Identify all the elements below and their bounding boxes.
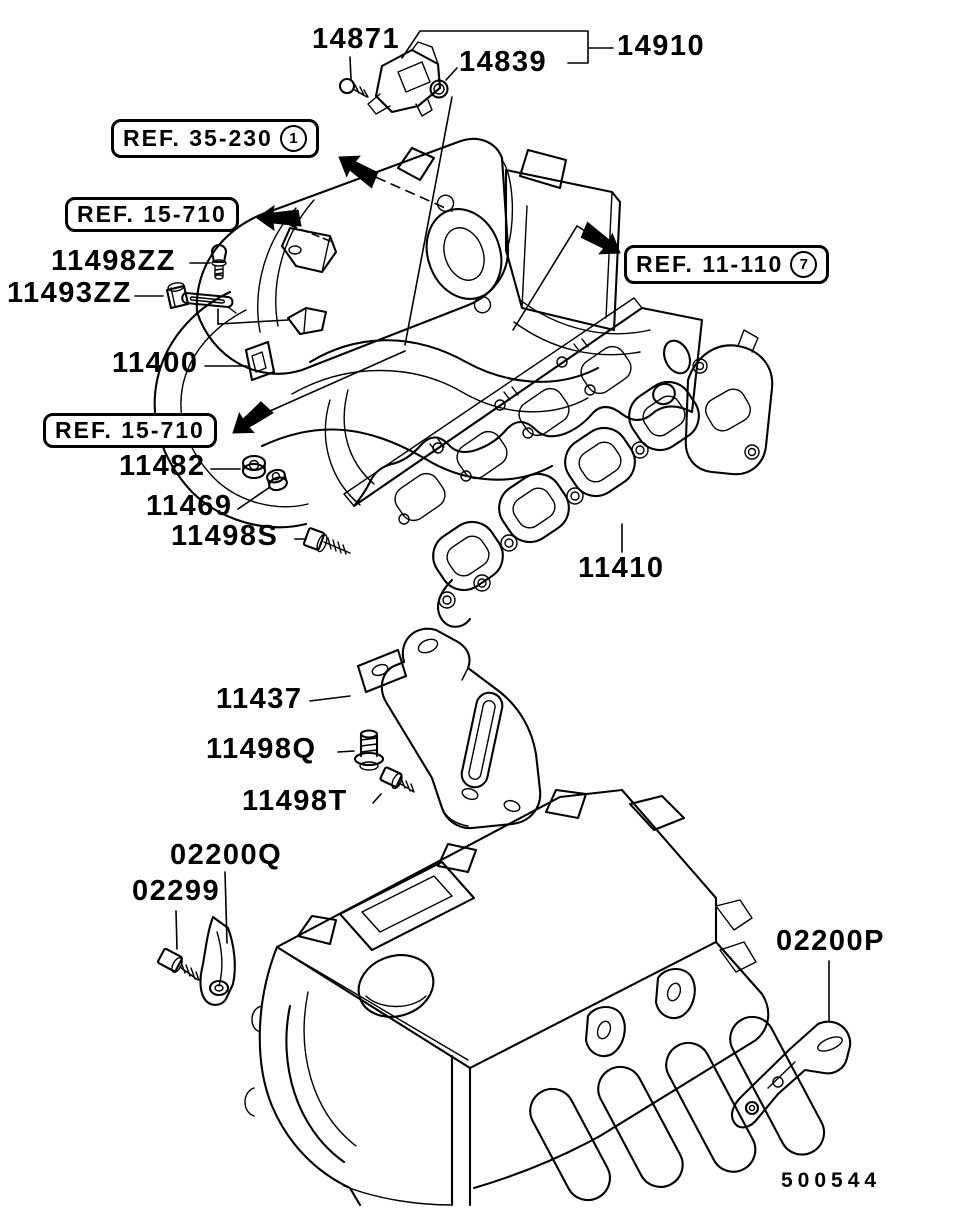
ref-box-15-710-upper: REF. 15-710 (65, 197, 239, 232)
part-label-02200q: 02200Q (170, 839, 283, 871)
ref-box-label: REF. 11-110 (636, 251, 784, 277)
nut-11482-drawing (241, 454, 267, 480)
drawing-number: 500544 (781, 1169, 882, 1192)
part-label-11469: 11469 (146, 490, 233, 522)
camshaft-sensor-drawing (367, 41, 442, 117)
bracket-02200p-drawing (730, 1020, 852, 1129)
manifold-stay-drawing (356, 627, 542, 830)
bolt-11498zz-drawing (210, 243, 228, 280)
engine-assembly-drawing (244, 788, 826, 1207)
circled-1-badge: 1 (279, 125, 307, 152)
bolt-02299-drawing (157, 947, 200, 981)
manifold-flange-drawing (343, 297, 704, 525)
circled-7-badge: 7 (790, 251, 818, 278)
part-label-11498s: 11498S (171, 520, 279, 552)
part-label-02200p: 02200P (776, 925, 885, 957)
part-label-11498t: 11498T (242, 785, 348, 817)
ref-box-15-710-lower: REF. 15-710 (43, 413, 217, 448)
arrow-to-ref-35-230 (331, 146, 383, 192)
clamp-11493zz-drawing (165, 282, 237, 314)
part-label-14839: 14839 (459, 46, 548, 78)
arrow-to-ref-15-710-lower (225, 396, 276, 444)
part-label-11410: 11410 (578, 552, 665, 584)
hook-bracket-02200q-drawing (199, 915, 236, 1006)
ref-box-label: REF. 15-710 (77, 201, 227, 227)
bolt-11498s-drawing (302, 527, 351, 555)
part-label-11493zz: 11493ZZ (7, 277, 132, 309)
ref-box-label: REF. 15-710 (55, 417, 205, 443)
part-label-11498q: 11498Q (206, 733, 317, 765)
bolt-11498q-drawing (353, 729, 385, 771)
ref-box-label: REF. 35-230 (123, 125, 273, 151)
callout-arrows (225, 146, 628, 444)
intake-manifold-drawing (153, 137, 651, 529)
ref-box-35-230: REF. 35-230 1 (111, 119, 319, 158)
o-ring-14839-drawing (429, 79, 449, 99)
part-label-14910: 14910 (617, 30, 706, 62)
bolt-11498t-drawing (379, 766, 415, 793)
part-label-11498zz: 11498ZZ (51, 245, 176, 277)
ref-box-11-110: REF. 11-110 7 (624, 245, 830, 284)
part-label-02299: 02299 (132, 875, 221, 907)
nut-11469-drawing (266, 468, 288, 492)
part-label-11400: 11400 (112, 347, 199, 379)
part-label-11437: 11437 (216, 683, 303, 715)
part-label-14871: 14871 (312, 23, 401, 55)
inlet-manifold-gasket-drawing (432, 329, 774, 628)
part-label-11482: 11482 (119, 450, 206, 482)
bolt-14871-drawing (338, 77, 369, 98)
